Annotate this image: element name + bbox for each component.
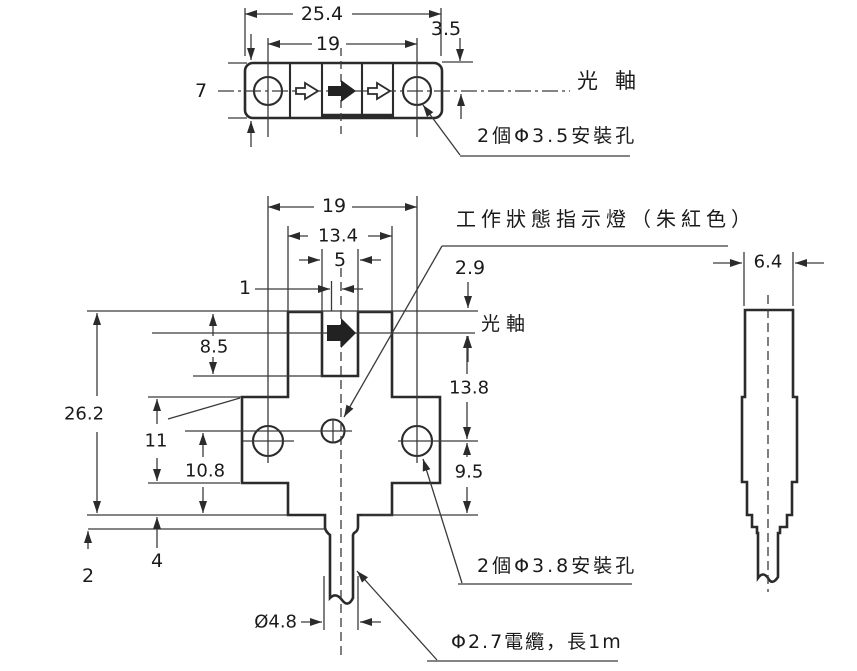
dim-overall-width: 25.4	[301, 3, 343, 25]
mounting-holes-label: 2個Φ3.5安裝孔	[477, 125, 637, 147]
dim-led-to-bottom: 10.8	[185, 461, 225, 482]
dim-slot-width: 5	[334, 249, 346, 271]
dim-hole-to-bottom: 9.5	[455, 462, 484, 483]
dim-bushing-diameter: Ø4.8	[254, 612, 297, 633]
dim-wing-to-bottom: 4	[151, 550, 163, 572]
dim-overall-height: 26.2	[64, 404, 104, 425]
dim-center-offset: 1	[239, 277, 251, 299]
dim-hole-spacing: 19	[322, 195, 346, 217]
dim-slot-depth: 8.5	[200, 337, 229, 358]
mounting-holes-label: 2個Φ3.8安裝孔	[477, 555, 637, 577]
leader-line	[356, 570, 438, 661]
emitter-arrow-icon	[328, 80, 356, 102]
dim-edge-to-axis: 3.5	[431, 18, 461, 40]
beam-arrow-icon	[295, 81, 320, 101]
indicator-label: 工作狀態指示燈（朱紅色）	[456, 207, 756, 231]
beam-arrow-icon	[367, 81, 392, 101]
dim-hole-spacing: 19	[316, 33, 340, 55]
optical-axis-label: 光軸	[577, 69, 653, 93]
dim-bottom-step: 2	[82, 565, 94, 587]
dim-top-to-axis: 2.9	[455, 257, 485, 279]
optical-axis-label: 光軸	[481, 313, 531, 335]
side-view: 6.4	[713, 252, 824, 592]
leader-line	[422, 104, 461, 156]
dim-axis-to-hole: 13.8	[449, 378, 489, 399]
dim-width: 6.4	[754, 252, 783, 273]
top-view: 25.4 19 3.5 7 光軸 2個Φ3.5安裝孔	[195, 3, 653, 157]
emitter-arrow-icon	[327, 318, 356, 348]
dim-height: 7	[195, 80, 207, 102]
front-view: 19 13.4 5 1 2.9 光軸 13.8 9.5 26.2	[64, 195, 756, 662]
leader-line	[422, 458, 463, 584]
cable-label: Φ2.7電纜，長1m	[451, 631, 623, 653]
dim-upper-width: 13.4	[318, 226, 358, 247]
leader-line	[343, 245, 443, 418]
leader-jog	[167, 397, 241, 420]
side-view-body	[740, 308, 799, 584]
dim-wing-height: 11	[145, 431, 168, 452]
